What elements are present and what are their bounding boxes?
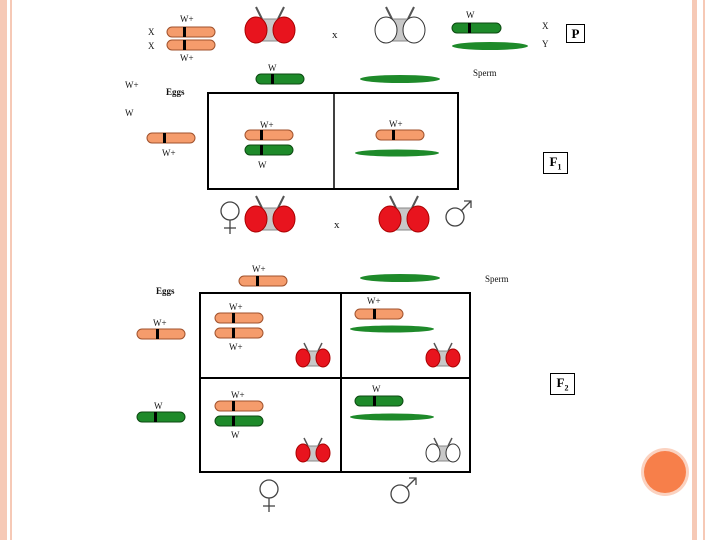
sperm-label-f2: Sperm — [485, 274, 509, 284]
f1-female-fly — [244, 195, 296, 233]
f2-male-symbol — [390, 477, 417, 504]
p-male-fly — [374, 6, 426, 44]
eggs-label-f2: Eggs — [156, 286, 175, 296]
p-male-x-label: X — [542, 21, 549, 31]
left-decor-bar — [0, 0, 7, 540]
p-female-x2-label: X — [148, 41, 155, 51]
f2-cell2-label: W+ — [367, 296, 381, 306]
p-male-chromosomes — [451, 22, 528, 50]
p-female-x1-label: X — [148, 27, 155, 37]
accent-circle — [644, 451, 686, 493]
p-sperm-y-chromosome — [360, 75, 440, 83]
f2-sperm-y-chromosome — [360, 274, 440, 282]
p-female-chromosomes — [166, 26, 216, 51]
p-egg-chromosome-top — [255, 73, 305, 85]
right-decor-line — [703, 0, 705, 540]
left-decor-line — [10, 0, 12, 540]
eggs-label-p: Eggs — [166, 87, 185, 97]
left-w-label: W — [125, 108, 134, 118]
f2-cell1-top-label: W+ — [229, 302, 243, 312]
f1-male-symbol — [445, 200, 472, 227]
f1-cross-symbol: x — [334, 219, 340, 231]
f2-cell3-top-label: W+ — [231, 390, 245, 400]
f1-female-symbol — [220, 201, 240, 235]
f1-male-fly — [378, 195, 430, 233]
f2-egg-wplus-label: W+ — [153, 318, 167, 328]
f2-cell4-label: W — [372, 384, 381, 394]
f2-punnett-square — [199, 292, 471, 473]
p-male-y-label: Y — [542, 39, 549, 49]
p-female-bottom-label: W+ — [180, 53, 194, 63]
f1-generation-label: F1 — [543, 152, 568, 174]
sperm-label-p: Sperm — [473, 68, 497, 78]
f2-egg-top-label: W+ — [252, 264, 266, 274]
p-generation-label: P — [566, 24, 585, 43]
f2-egg-w-label: W — [154, 401, 163, 411]
f2-egg-chromosome-wplus — [136, 328, 186, 340]
f2-generation-label: F2 — [550, 373, 575, 395]
p-female-fly — [244, 6, 296, 44]
p-cross-symbol: x — [332, 29, 338, 41]
right-decor-bar — [692, 0, 697, 540]
egg-w-label-top: W — [268, 63, 277, 73]
left-wplus-label: W+ — [125, 80, 139, 90]
f2-cell3-bottom-label: W — [231, 430, 240, 440]
f2-egg-chromosome-w — [136, 411, 186, 423]
f1-cell1-bottom-label: W — [258, 160, 267, 170]
egg-wplus-label-left: W+ — [162, 148, 176, 158]
f1-punnett-square — [207, 92, 459, 190]
p-male-w-label: W — [466, 10, 475, 20]
f1-cell1-top-label: W+ — [260, 120, 274, 130]
p-female-top-label: W+ — [180, 14, 194, 24]
f1-cell2-label: W+ — [389, 119, 403, 129]
p-egg-chromosome-left — [146, 132, 196, 144]
f2-egg-chromosome-top — [238, 275, 288, 287]
f2-female-symbol — [259, 479, 279, 513]
f2-cell1-bottom-label: W+ — [229, 342, 243, 352]
